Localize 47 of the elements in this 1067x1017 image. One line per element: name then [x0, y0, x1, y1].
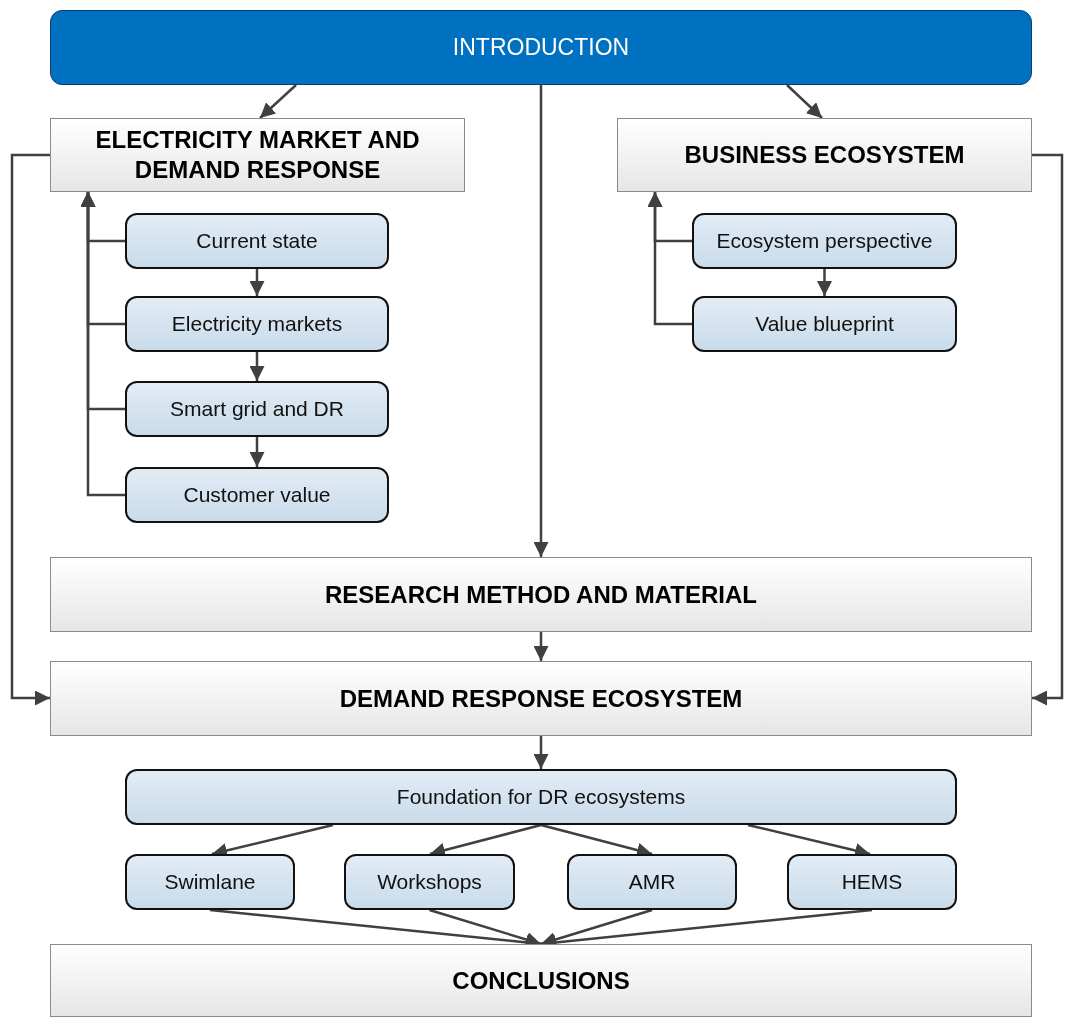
- topic-box: [125, 769, 957, 825]
- topic-label: Customer value: [183, 483, 331, 507]
- arrow: [533, 632, 549, 661]
- heading-banner: [50, 10, 1032, 85]
- arrow: [249, 437, 265, 467]
- arrow: [786, 84, 823, 119]
- topic-box: [125, 854, 295, 910]
- arrow: [1032, 153, 1064, 706]
- section-title: DEMAND RESPONSE ECOSYSTEM: [339, 683, 743, 714]
- topic-label: Swimlane: [164, 870, 256, 894]
- topic-label: Smart grid and DR: [170, 397, 344, 421]
- topic-box: [125, 296, 389, 352]
- banner-title: INTRODUCTION: [452, 34, 630, 61]
- arrow: [533, 85, 549, 557]
- section-box: [50, 661, 1032, 736]
- topic-label: Electricity markets: [171, 312, 343, 336]
- topic-box: [125, 381, 389, 437]
- topic-label: Current state: [196, 229, 318, 253]
- section-title: ELECTRICITY MARKET AND DEMAND RESPONSE: [94, 125, 421, 185]
- arrow: [249, 269, 265, 296]
- section-box: [50, 557, 1032, 632]
- topic-label: Ecosystem perspective: [716, 229, 933, 253]
- topic-box: [692, 213, 957, 269]
- section-title: BUSINESS ECOSYSTEM: [684, 140, 965, 170]
- topic-label: Workshops: [377, 870, 482, 894]
- section-box: [50, 118, 465, 192]
- topic-box: [344, 854, 515, 910]
- topic-box: [125, 467, 389, 523]
- topic-box: [567, 854, 737, 910]
- arrow: [249, 352, 265, 381]
- arrow: [10, 153, 50, 706]
- arrow: [647, 192, 692, 326]
- arrow: [533, 736, 549, 769]
- section-title: RESEARCH METHOD AND MATERIAL: [325, 579, 757, 610]
- section-box: [617, 118, 1032, 192]
- topic-label: Value blueprint: [755, 312, 894, 336]
- arrow: [259, 84, 297, 119]
- topic-label: HEMS: [841, 870, 903, 894]
- arrow: [80, 192, 125, 497]
- topic-box: [692, 296, 957, 352]
- topic-label: Foundation for DR ecosystems: [396, 785, 686, 809]
- arrow: [817, 269, 832, 296]
- topic-box: [125, 213, 389, 269]
- section-title: CONCLUSIONS: [452, 965, 630, 996]
- topic-label: AMR: [628, 870, 676, 894]
- topic-box: [787, 854, 957, 910]
- section-box: [50, 944, 1032, 1017]
